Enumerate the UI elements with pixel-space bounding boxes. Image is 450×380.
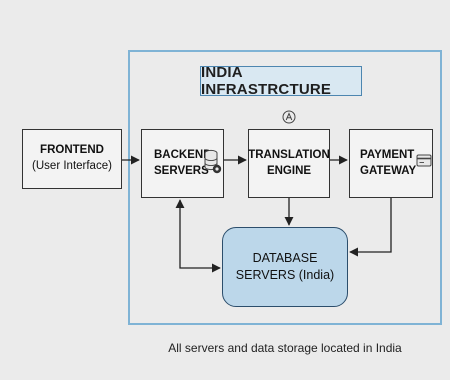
frontend-label: FRONTEND bbox=[40, 144, 104, 157]
frontend-sublabel: (User Interface) bbox=[32, 160, 112, 172]
payment-label-line2: GATEWAY bbox=[360, 164, 417, 177]
translation-engine-node: TRANSLATION ENGINE bbox=[248, 129, 330, 198]
database-cylinder-icon bbox=[204, 149, 222, 174]
payment-label-line1: PAYMENT bbox=[360, 148, 415, 161]
frontend-node: FRONTEND (User Interface) bbox=[22, 129, 122, 189]
database-servers-node: DATABASE SERVERS (India) bbox=[222, 227, 348, 307]
footer-caption: All servers and data storage located in … bbox=[168, 341, 402, 355]
translate-a-icon bbox=[282, 110, 296, 124]
backend-servers-node: BACKEND SERVERS bbox=[141, 129, 224, 198]
translation-label-line1: TRANSLATION bbox=[248, 148, 330, 161]
region-title: INDIA INFRASTRCTURE bbox=[200, 64, 362, 98]
india-infrastructure-region bbox=[128, 50, 442, 325]
arrow-database-backend-bidirectional bbox=[175, 199, 221, 273]
credit-card-icon bbox=[416, 154, 432, 167]
backend-label-line1: BACKEND bbox=[154, 148, 212, 161]
database-label-line2: SERVERS (India) bbox=[235, 268, 335, 282]
translation-label-line2: ENGINE bbox=[266, 164, 312, 177]
database-label-line1: DATABASE bbox=[252, 251, 318, 266]
arrow-payment-to-database bbox=[349, 198, 392, 257]
backend-label-line2: SERVERS bbox=[154, 164, 209, 177]
